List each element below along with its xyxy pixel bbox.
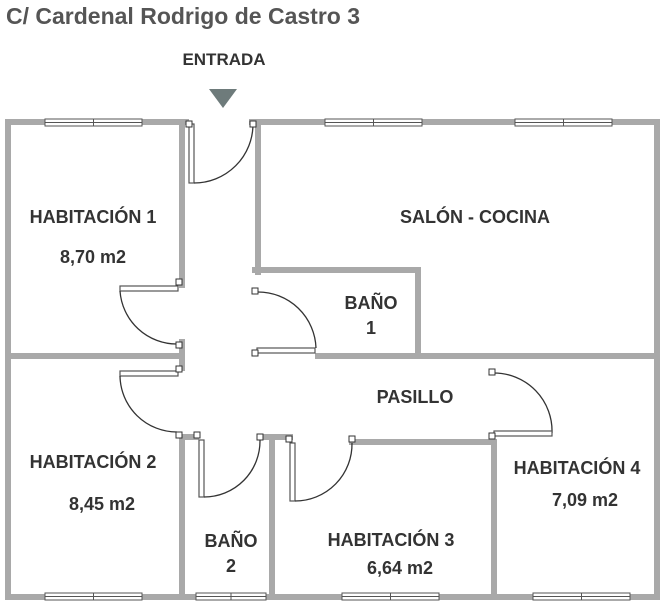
door (119, 278, 183, 349)
door (285, 435, 356, 502)
room-area-habitacion-2: 8,45 m2 (69, 494, 135, 514)
room-label-bano-1-number: 1 (366, 318, 376, 338)
window (532, 592, 631, 601)
room-label-salon-cocina: SALÓN - COCINA (400, 206, 550, 227)
room-label-pasillo: PASILLO (377, 387, 454, 407)
door (119, 365, 183, 439)
room-area-habitacion-4: 7,09 m2 (552, 490, 618, 510)
door (251, 287, 317, 357)
window (195, 592, 267, 601)
entrance-arrow-icon (209, 89, 237, 108)
room-label-habitacion-3: HABITACIÓN 3 (328, 529, 455, 550)
entrance-door (185, 120, 257, 184)
room-label-habitacion-4: HABITACIÓN 4 (514, 457, 641, 478)
room-area-habitacion-1: 8,70 m2 (60, 247, 126, 267)
page-title: C/ Cardenal Rodrigo de Castro 3 (6, 3, 361, 29)
room-label-habitacion-2: HABITACIÓN 2 (30, 451, 157, 472)
window (514, 118, 613, 127)
window (44, 592, 143, 601)
door (193, 431, 264, 498)
room-label-bano-1: BAÑO (345, 292, 398, 313)
window (341, 592, 440, 601)
room-label-habitacion-1: HABITACIÓN 1 (30, 206, 157, 227)
doors (119, 120, 553, 502)
windows (44, 118, 631, 601)
window (324, 118, 423, 127)
window (44, 118, 143, 127)
entrance-label: ENTRADA (182, 50, 265, 69)
room-area-habitacion-3: 6,64 m2 (367, 558, 433, 578)
room-label-bano-2: BAÑO (205, 530, 258, 551)
door (488, 368, 553, 440)
walls (5, 119, 660, 600)
room-label-bano-2-number: 2 (226, 556, 236, 576)
